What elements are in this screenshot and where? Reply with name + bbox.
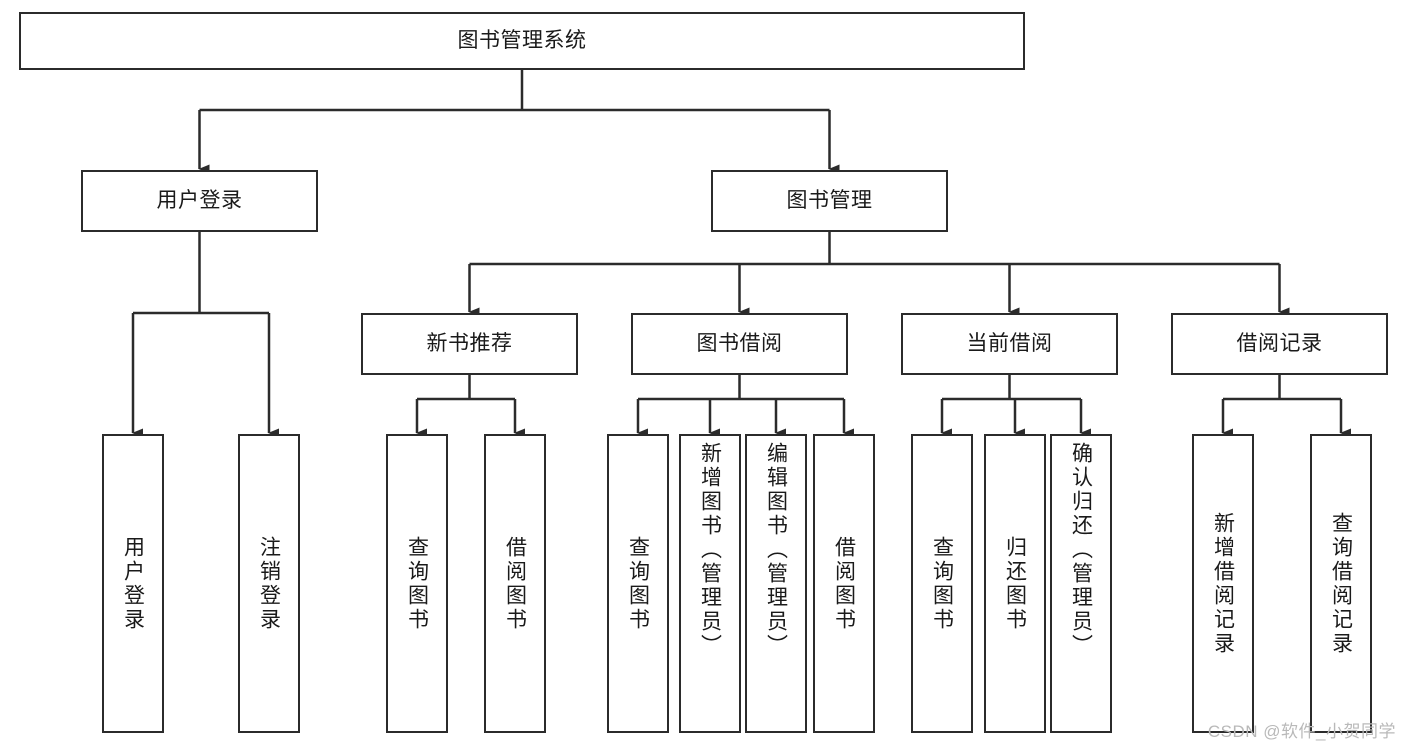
node-leaf-return-book[interactable]: 归还图书 [984, 434, 1046, 733]
node-label-leaf-confirm-return: 确认归还（管理员） [1069, 442, 1093, 658]
node-book-borrow[interactable]: 图书借阅 [631, 313, 848, 375]
node-label-leaf-query-book-2: 查询图书 [626, 535, 650, 632]
node-label-current-borrow: 当前借阅 [966, 332, 1053, 356]
node-leaf-query-book-3[interactable]: 查询图书 [911, 434, 973, 733]
node-user-login[interactable]: 用户登录 [81, 170, 318, 232]
node-label-leaf-borrow-book-2: 借阅图书 [832, 535, 856, 632]
node-leaf-add-record[interactable]: 新增借阅记录 [1192, 434, 1254, 733]
node-leaf-query-record[interactable]: 查询借阅记录 [1310, 434, 1372, 733]
node-book-manage[interactable]: 图书管理 [711, 170, 948, 232]
node-label-leaf-user-logout: 注销登录 [257, 535, 281, 632]
node-label-book-manage: 图书管理 [786, 189, 873, 213]
node-label-leaf-query-book-3: 查询图书 [930, 535, 954, 632]
node-label-leaf-query-book-1: 查询图书 [405, 535, 429, 632]
node-label-user-login: 用户登录 [156, 189, 243, 213]
node-label-root: 图书管理系统 [457, 29, 587, 53]
node-label-leaf-query-record: 查询借阅记录 [1329, 511, 1353, 656]
node-root[interactable]: 图书管理系统 [19, 12, 1025, 70]
node-leaf-borrow-book-2[interactable]: 借阅图书 [813, 434, 875, 733]
node-label-book-borrow: 图书借阅 [696, 332, 783, 356]
node-label-borrow-record: 借阅记录 [1236, 332, 1323, 356]
node-label-leaf-return-book: 归还图书 [1003, 535, 1027, 632]
node-leaf-user-logout[interactable]: 注销登录 [238, 434, 300, 733]
node-label-leaf-add-record: 新增借阅记录 [1211, 511, 1235, 656]
node-leaf-user-login[interactable]: 用户登录 [102, 434, 164, 733]
node-leaf-borrow-book-1[interactable]: 借阅图书 [484, 434, 546, 733]
node-new-book-recommend[interactable]: 新书推荐 [361, 313, 578, 375]
node-current-borrow[interactable]: 当前借阅 [901, 313, 1118, 375]
node-label-leaf-user-login: 用户登录 [121, 535, 145, 632]
node-leaf-confirm-return[interactable]: 确认归还（管理员） [1050, 434, 1112, 733]
node-leaf-query-book-2[interactable]: 查询图书 [607, 434, 669, 733]
node-leaf-query-book-1[interactable]: 查询图书 [386, 434, 448, 733]
node-borrow-record[interactable]: 借阅记录 [1171, 313, 1388, 375]
node-leaf-edit-book[interactable]: 编辑图书（管理员） [745, 434, 807, 733]
node-label-new-book-recommend: 新书推荐 [426, 332, 513, 356]
node-label-leaf-add-book: 新增图书（管理员） [698, 442, 722, 658]
node-label-leaf-edit-book: 编辑图书（管理员） [764, 442, 788, 658]
node-label-leaf-borrow-book-1: 借阅图书 [503, 535, 527, 632]
node-leaf-add-book[interactable]: 新增图书（管理员） [679, 434, 741, 733]
